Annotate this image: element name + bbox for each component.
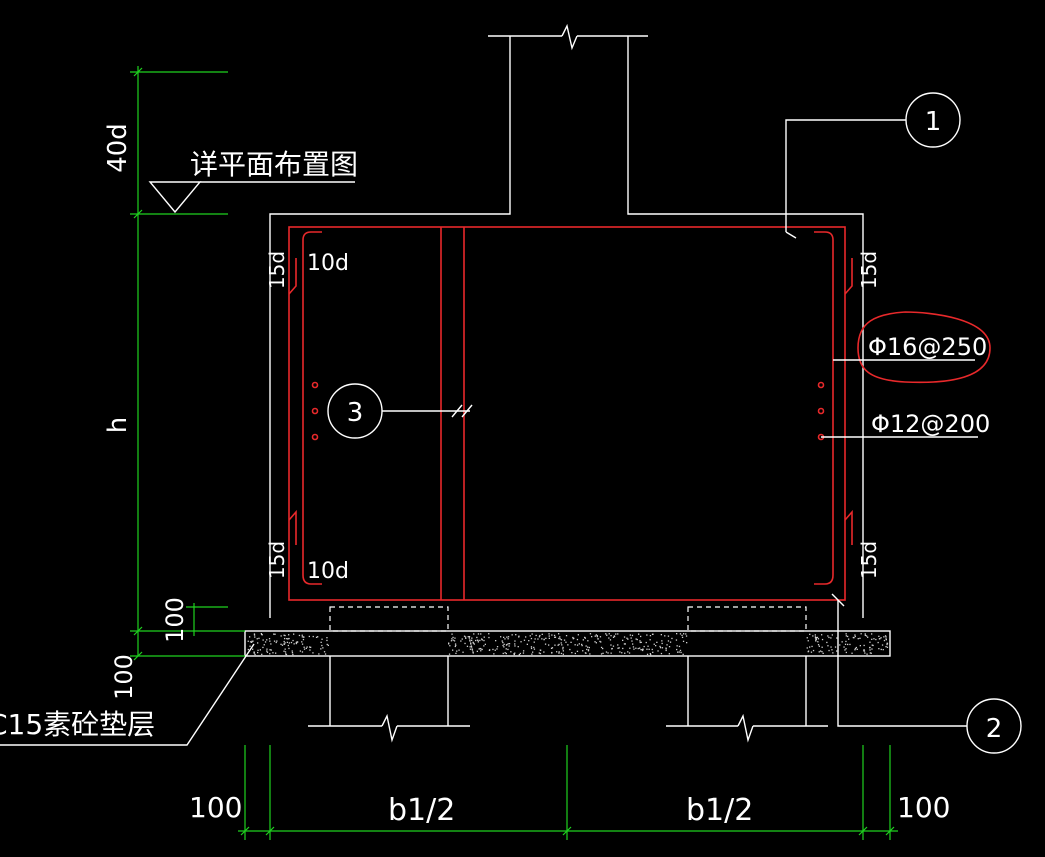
dim-h: h bbox=[103, 417, 133, 433]
svg-text:2: 2 bbox=[986, 714, 1003, 744]
pad-note: C15素砼垫层 bbox=[0, 708, 155, 741]
column-outline bbox=[269, 23, 864, 618]
dim-b1-left: b1/2 bbox=[388, 793, 455, 828]
hook-15d-top-left: 15d bbox=[265, 251, 289, 289]
dimension-horizontal bbox=[238, 745, 898, 840]
svg-text:3: 3 bbox=[347, 398, 364, 428]
dim-b-right: 100 bbox=[897, 791, 950, 824]
dim-b1-right: b1/2 bbox=[686, 793, 753, 828]
dim-b-left: 100 bbox=[189, 791, 242, 824]
dim-100-cover: 100 bbox=[161, 597, 189, 643]
dim-100-pad: 100 bbox=[110, 654, 138, 700]
hook-15d-bottom-right: 15d bbox=[857, 541, 881, 579]
marker-1: 1 bbox=[905, 92, 961, 148]
svg-text:1: 1 bbox=[925, 107, 942, 137]
dimension-vertical bbox=[130, 66, 245, 661]
dim-40d: 40d bbox=[103, 123, 133, 173]
concrete-pad bbox=[244, 630, 891, 657]
rebar-cage bbox=[288, 226, 991, 601]
rebar-main-label: Φ16@250 bbox=[868, 333, 987, 361]
hook-10d-bottom: 10d bbox=[307, 559, 349, 584]
plan-note: 详平面布置图 bbox=[190, 148, 358, 181]
pile-left bbox=[308, 606, 470, 743]
pile-right bbox=[666, 606, 828, 743]
hook-15d-bottom-left: 15d bbox=[265, 541, 289, 579]
hook-10d-top: 10d bbox=[307, 251, 349, 276]
rebar-dist-label: Φ12@200 bbox=[871, 410, 990, 438]
callout-leaders bbox=[0, 119, 978, 746]
hook-15d-top-right: 15d bbox=[857, 251, 881, 289]
marker-3: 3 bbox=[327, 383, 383, 439]
marker-2: 2 bbox=[966, 698, 1022, 754]
